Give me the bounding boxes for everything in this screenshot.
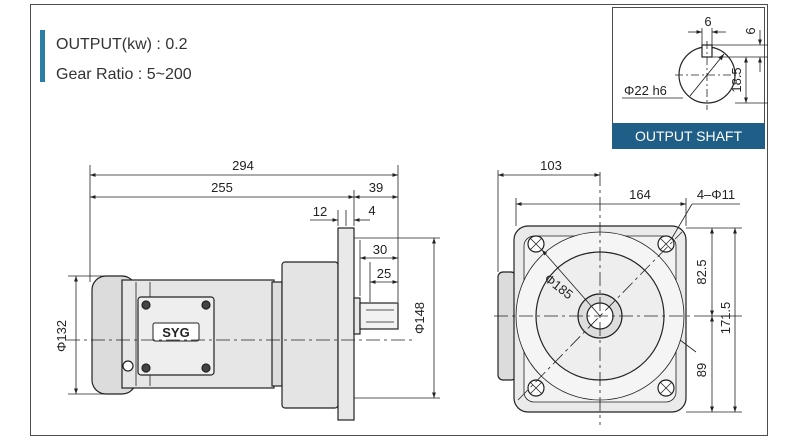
syg-logo: SYG (162, 325, 189, 340)
terminal-screw-icon (141, 363, 151, 373)
front-width-left-label: 103 (540, 158, 562, 173)
front-view-dimensions (497, 170, 742, 413)
shaft-key-height-label: 18.5 (729, 67, 744, 92)
key-length-inner-label: 25 (377, 266, 391, 281)
flange-diameter-label: Φ148 (412, 302, 427, 334)
syg-logo-plate (152, 322, 200, 342)
front-height-total-label: 171.5 (718, 302, 733, 335)
flange-spigot (353, 297, 361, 335)
key-length-outer-label: 30 (373, 242, 387, 257)
mounting-flange (337, 227, 355, 421)
bolt-hole-crosses (529, 237, 673, 395)
side-view (91, 227, 399, 421)
spec-gear-ratio: Gear Ratio : 5~200 (56, 66, 192, 83)
spec-accent-bar (40, 30, 45, 82)
flange-thickness-label: 12 (313, 204, 327, 219)
pcd-leader (541, 249, 601, 317)
overall-length-label: 294 (232, 158, 254, 173)
shaft-key-depth-label: 6 (743, 27, 758, 34)
spec-output-kw: OUTPUT(kw) : 0.2 (56, 36, 188, 53)
terminal-screw-icon (141, 300, 151, 310)
front-height-bottom-label: 89 (694, 363, 709, 377)
shaft-diameter-label: Φ22 h6 (624, 83, 667, 98)
side-view-dimensions (68, 165, 440, 399)
terminal-screw-icon (201, 300, 211, 310)
bolt-holes-label: 4–Φ11 (697, 187, 735, 202)
drawing-frame (30, 4, 768, 436)
shaft-section-detail (622, 28, 768, 110)
shaft-length-label: 39 (369, 180, 383, 195)
ground-screw-icon (122, 360, 134, 372)
flange-offset-label: 4 (368, 203, 375, 218)
gearbox-housing (281, 261, 339, 409)
output-shaft (359, 302, 399, 330)
front-diagonal-centerline (517, 231, 683, 401)
gear-collar (271, 281, 283, 387)
terminal-screw-icon (201, 363, 211, 373)
motor-diameter-label: Φ132 (54, 320, 69, 352)
front-width-bolts-label: 164 (629, 187, 651, 202)
body-length-label: 255 (211, 180, 233, 195)
front-view (497, 225, 687, 413)
shaft-key-width-label: 6 (704, 14, 711, 29)
output-shaft-banner: OUTPUT SHAFT (612, 123, 765, 149)
front-height-top-label: 82.5 (694, 259, 709, 284)
motor-cover-side (497, 271, 517, 381)
